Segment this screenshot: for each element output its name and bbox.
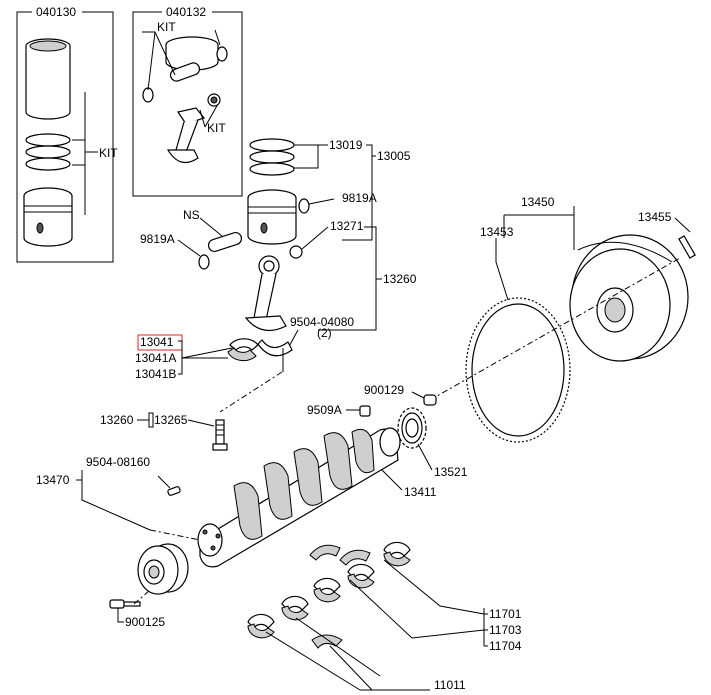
piston-rings-kit xyxy=(25,133,71,171)
label-900125[interactable]: 900125 xyxy=(125,615,165,629)
label-11703[interactable]: 11703 xyxy=(489,623,522,637)
connecting-rod-small xyxy=(166,93,221,164)
label-9819A-right[interactable]: 9819A xyxy=(342,191,377,205)
label-13005[interactable]: 13005 xyxy=(377,149,411,163)
label-040130-text[interactable]: 040130 xyxy=(36,5,76,19)
label-kit-bottom[interactable]: KIT xyxy=(207,121,226,135)
label-kit-rings[interactable]: KIT xyxy=(99,146,118,160)
rod-bolt-13265 xyxy=(212,419,228,451)
crank-gear-13521 xyxy=(397,407,427,449)
pin-900129 xyxy=(423,394,437,406)
piston-left xyxy=(23,187,73,247)
label-9504-04080[interactable]: 9504-04080 xyxy=(290,315,354,329)
label-13453[interactable]: 13453 xyxy=(480,225,514,239)
label-13455[interactable]: 13455 xyxy=(638,210,672,224)
label-13260-right[interactable]: 13260 xyxy=(383,272,417,286)
label-13041[interactable]: 13041 xyxy=(140,335,174,349)
label-11701[interactable]: 11701 xyxy=(489,607,522,621)
label-9504-08160[interactable]: 9504-08160 xyxy=(86,455,150,469)
label-13450[interactable]: 13450 xyxy=(521,195,555,209)
label-13271[interactable]: 13271 xyxy=(330,219,364,233)
piston-pin xyxy=(207,232,243,252)
rod-bearing-13041 xyxy=(227,338,259,362)
label-13019[interactable]: 13019 xyxy=(329,138,363,152)
label-NS[interactable]: NS xyxy=(183,208,200,222)
label-13265[interactable]: 13265 xyxy=(154,413,188,427)
main-bearings-set xyxy=(247,541,411,649)
label-13411[interactable]: 13411 xyxy=(404,485,437,499)
label-13041A[interactable]: 13041A xyxy=(135,351,176,365)
label-13521[interactable]: 13521 xyxy=(434,465,468,479)
label-040132-text[interactable]: 040132 xyxy=(166,5,206,19)
pulley-bolt-900125 xyxy=(109,599,141,609)
kit-rings-leader xyxy=(72,139,86,166)
label-13260-left[interactable]: 13260 xyxy=(100,413,134,427)
label-kit-top[interactable]: KIT xyxy=(157,20,176,34)
piston-rings-13019 xyxy=(249,138,295,176)
crankshaft-13411 xyxy=(197,427,401,568)
flywheel-bolt-13455 xyxy=(678,235,696,259)
label-11704[interactable]: 11704 xyxy=(489,639,522,653)
connecting-rod-13260 xyxy=(244,245,303,332)
rod-cap xyxy=(257,339,293,372)
label-qty-2[interactable]: (2) xyxy=(317,326,332,340)
label-13041B[interactable]: 13041B xyxy=(135,367,176,381)
cylinder-liner xyxy=(25,38,71,120)
ring-gear-13453 xyxy=(465,297,571,443)
label-900129[interactable]: 900129 xyxy=(364,383,404,397)
flywheel-13450 xyxy=(569,234,689,362)
piston-pin-kit xyxy=(142,36,228,103)
label-13470[interactable]: 13470 xyxy=(36,473,70,487)
snap-ring-right xyxy=(298,198,310,214)
snap-ring-left xyxy=(198,254,210,270)
key-9509A xyxy=(359,405,371,417)
label-9509A[interactable]: 9509A xyxy=(307,403,342,417)
label-9819A-left[interactable]: 9819A xyxy=(140,232,175,246)
piston-13005 xyxy=(247,189,297,245)
crank-pulley-13470 xyxy=(137,543,189,595)
pin-9504-08160 xyxy=(167,486,181,496)
label-11011[interactable]: 11011 xyxy=(434,678,466,692)
